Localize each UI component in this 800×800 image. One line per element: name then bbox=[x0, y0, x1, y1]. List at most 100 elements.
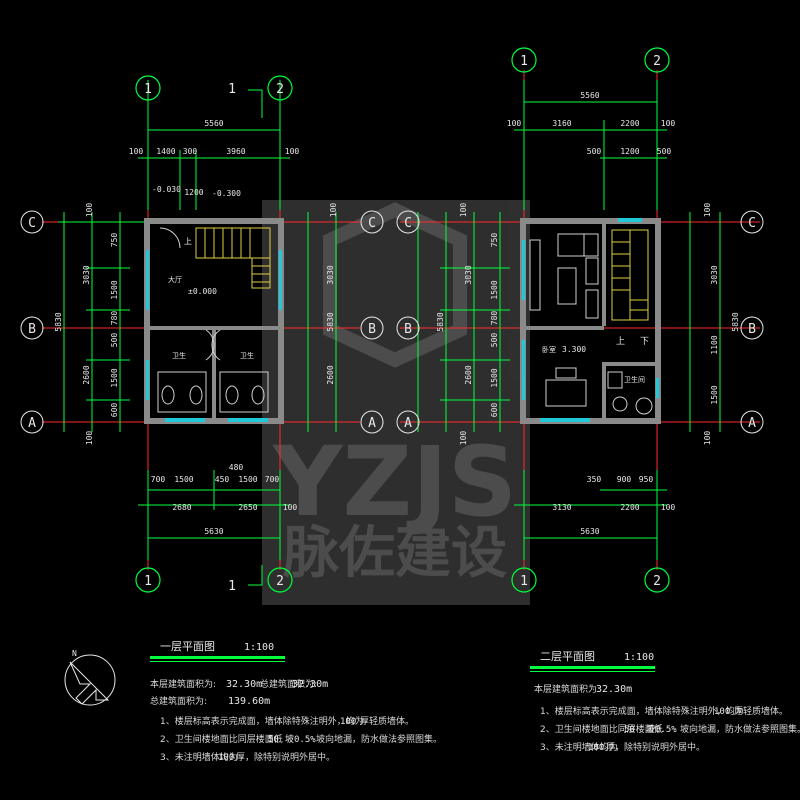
watermark-logo bbox=[323, 202, 467, 368]
watermark-line2: 脉佐建设 bbox=[283, 521, 507, 586]
dim-text: 3160 bbox=[552, 119, 571, 128]
axis-label-b: B bbox=[28, 322, 36, 337]
dim-text: 100 bbox=[459, 203, 468, 218]
axis-label-2: 2 bbox=[653, 574, 661, 589]
room-hall: 大厅 bbox=[168, 275, 182, 284]
plan1-note2d: 坡向地漏，防水做法参照图集。 bbox=[316, 733, 442, 745]
level-ext2: -0.300 bbox=[212, 189, 241, 198]
dim-text: 100 bbox=[459, 431, 468, 446]
dim-text: 3030 bbox=[464, 265, 473, 284]
plan1-note2: 2、卫生间楼地面比同层楼面低 bbox=[160, 733, 283, 745]
axis-label-2: 2 bbox=[653, 54, 661, 69]
dim-text: 500 bbox=[110, 333, 119, 348]
dim-text: 100 bbox=[85, 203, 94, 218]
dim-text: 350 bbox=[587, 475, 602, 484]
plan1-note2b: 50 bbox=[268, 735, 279, 745]
dim-text: 600 bbox=[490, 403, 499, 418]
dim-text: 450 bbox=[215, 475, 230, 484]
stair-down: 下 bbox=[640, 337, 649, 347]
level-ext: -0.030 bbox=[152, 185, 181, 194]
dim-text: 3130 bbox=[552, 503, 571, 512]
plan2-area: 32.30m bbox=[596, 684, 632, 695]
dim-text: 2200 bbox=[620, 119, 639, 128]
svg-text:N: N bbox=[72, 649, 77, 658]
dim-text: 1400 bbox=[156, 147, 175, 156]
plan2-note3: 3、未注明墙体均为 bbox=[540, 741, 618, 753]
dim-text: 2650 bbox=[238, 503, 257, 512]
plan1-area2-label: 总建筑面积为: bbox=[260, 678, 317, 690]
dim-text: 100 bbox=[85, 431, 94, 446]
axis-label-a: A bbox=[404, 416, 412, 431]
axis-label-c: C bbox=[28, 216, 36, 231]
plan1-note3b: 100 bbox=[218, 753, 234, 763]
dim-text: 100 bbox=[285, 147, 300, 156]
room-bedroom: 卧室 bbox=[542, 345, 556, 354]
dim-text: 5560 bbox=[204, 119, 223, 128]
plan2-drawing bbox=[400, 70, 760, 570]
plan1-note1: 1、楼层标高表示完成面，墙体除特殊注明外，均为 bbox=[160, 715, 364, 727]
axis-label-1: 1 bbox=[520, 574, 528, 589]
dim-text: 5830 bbox=[436, 312, 445, 331]
dim-text: 3030 bbox=[710, 265, 719, 284]
axis-label-1: 1 bbox=[144, 82, 152, 97]
plan2-note2c: 坡0.5% bbox=[646, 723, 677, 735]
plan2-note3b: 100 bbox=[588, 743, 604, 753]
dim-text: 5830 bbox=[731, 312, 740, 331]
watermark-line1: YZJS bbox=[272, 426, 517, 538]
plan2-note1c: 厚轻质墙体。 bbox=[734, 705, 788, 717]
dim-text: 500 bbox=[587, 147, 602, 156]
plan1-title: 一层平面图 bbox=[160, 640, 215, 653]
room-wc1: 卫生 bbox=[172, 351, 186, 360]
axis-label-b: B bbox=[404, 322, 412, 337]
plan1-total-label: 总建筑面积为: bbox=[150, 695, 207, 707]
dim-text: 2200 bbox=[620, 503, 639, 512]
plan2-note2: 2、卫生间楼地面比同层楼面低 bbox=[540, 723, 663, 735]
axis-label-1: 1 bbox=[520, 54, 528, 69]
plan1-area-label: 本层建筑面积为: bbox=[150, 678, 216, 690]
dim-text: 1200 bbox=[184, 188, 203, 197]
dim-text: 3960 bbox=[226, 147, 245, 156]
axis-label-1: 1 bbox=[144, 574, 152, 589]
dim-text: 2600 bbox=[464, 365, 473, 384]
dim-text: 100 bbox=[703, 431, 712, 446]
section-mark: 1 bbox=[228, 579, 236, 594]
dim-text: 500 bbox=[490, 333, 499, 348]
dim-text: 1100 bbox=[710, 335, 719, 354]
dim-text: 750 bbox=[110, 233, 119, 248]
dim-text: 480 bbox=[229, 463, 244, 472]
plan2-caption: 二层平面图 1:100 本层建筑面积为: 32.30m 1、楼层标高表示完成面，… bbox=[530, 650, 800, 753]
dim-text: 1500 bbox=[238, 475, 257, 484]
level-floor1: ±0.000 bbox=[188, 287, 217, 296]
plan1-area: 32.30m bbox=[226, 679, 262, 690]
level-floor2: 3.300 bbox=[562, 345, 586, 354]
dim-text: 5630 bbox=[580, 527, 599, 536]
dim-text: 700 bbox=[151, 475, 166, 484]
dim-text: 100 bbox=[661, 119, 676, 128]
dim-text: 100 bbox=[283, 503, 298, 512]
dim-text: 5830 bbox=[326, 312, 335, 331]
dim-text: 300 bbox=[183, 147, 198, 156]
axis-label-c: C bbox=[404, 216, 412, 231]
plan1-note1b: 100 bbox=[340, 717, 356, 727]
plan2-scale: 1:100 bbox=[624, 652, 654, 663]
plan1-note3c: 厚，除特别说明外居中。 bbox=[236, 751, 335, 763]
dim-text: 1500 bbox=[110, 368, 119, 387]
room-wc3: 卫生间 bbox=[624, 375, 645, 384]
plan1-drawing bbox=[42, 80, 360, 586]
axis-label-a: A bbox=[368, 416, 376, 431]
axis-label-2: 2 bbox=[276, 82, 284, 97]
dim-text: 2680 bbox=[172, 503, 191, 512]
dim-text: 3030 bbox=[82, 265, 91, 284]
plan1-area2: 32.30m bbox=[292, 679, 328, 690]
axis-label-2: 2 bbox=[276, 574, 284, 589]
dim-text: 5830 bbox=[54, 312, 63, 331]
dim-text: 750 bbox=[490, 233, 499, 248]
plan2-note2b: 50 bbox=[624, 725, 635, 735]
dim-text: 500 bbox=[657, 147, 672, 156]
dim-text: 1500 bbox=[110, 280, 119, 299]
dim-text: 780 bbox=[110, 311, 119, 326]
watermark: YZJS 脉佐建设 bbox=[262, 200, 530, 605]
dim-text: 1500 bbox=[490, 280, 499, 299]
plan2-note1b: 100 bbox=[714, 707, 730, 717]
